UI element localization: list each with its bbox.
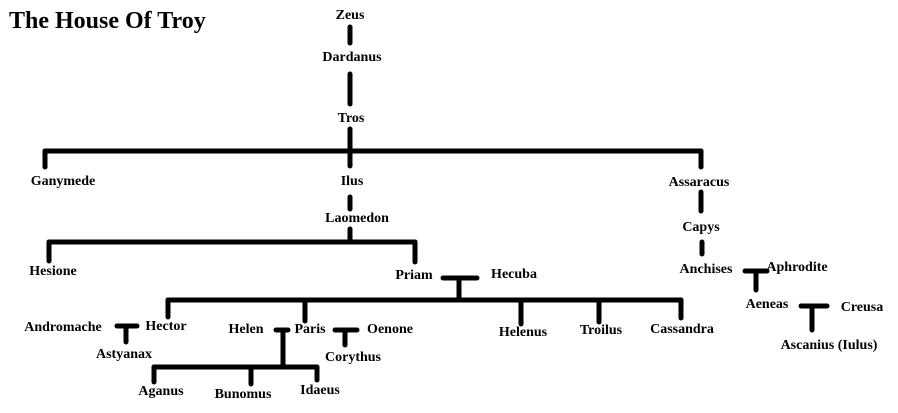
person-ascanius: Ascanius (Iulus) <box>780 338 878 353</box>
person-andromache: Andromache <box>24 320 102 335</box>
person-aganus: Aganus <box>138 384 184 399</box>
person-idaeus: Idaeus <box>300 383 340 398</box>
person-hector: Hector <box>145 319 187 334</box>
person-anchises: Anchises <box>679 262 733 277</box>
person-helen: Helen <box>228 322 264 337</box>
person-astyanax: Astyanax <box>95 347 153 362</box>
person-corythus: Corythus <box>324 350 382 365</box>
person-tros: Tros <box>337 111 365 126</box>
person-priam: Priam <box>395 268 433 283</box>
person-dardanus: Dardanus <box>322 50 382 65</box>
person-helenus: Helenus <box>498 325 548 340</box>
person-ganymede: Ganymede <box>30 174 96 189</box>
person-zeus: Zeus <box>335 8 365 23</box>
person-laomedon: Laomedon <box>325 211 389 226</box>
person-troilus: Troilus <box>579 323 623 338</box>
person-capys: Capys <box>682 220 720 235</box>
page-title: The House Of Troy <box>9 8 206 34</box>
person-oenone: Oenone <box>367 322 413 337</box>
person-bunomus: Bunomus <box>214 387 272 402</box>
person-assaracus: Assaracus <box>668 175 730 190</box>
person-cassandra: Cassandra <box>650 322 714 337</box>
person-aphrodite: Aphrodite <box>766 260 828 275</box>
person-hecuba: Hecuba <box>491 267 537 282</box>
person-paris: Paris <box>294 322 326 337</box>
person-creusa: Creusa <box>840 300 884 315</box>
person-hesione: Hesione <box>29 264 77 279</box>
person-aeneas: Aeneas <box>745 297 789 312</box>
person-ilus: Ilus <box>340 174 364 189</box>
